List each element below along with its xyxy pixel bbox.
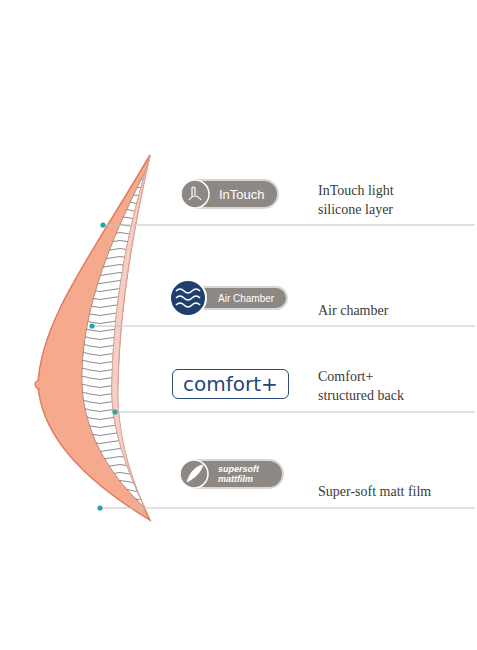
badge-icon (168, 278, 208, 318)
comfort-badge: comfort+ (172, 369, 289, 399)
leader-dots (89, 222, 117, 510)
badge-text: comfort+ (183, 372, 278, 396)
badge-text: supersoft mattfilm (218, 464, 270, 484)
air-chamber-badge: Air Chamber (176, 286, 288, 310)
supersoft-badge: supersoft mattfilm (180, 459, 284, 489)
layer-label: Super-soft matt film (318, 482, 468, 501)
badge-text: InTouch (219, 187, 265, 202)
layer-label: Comfort+ structured back (318, 367, 430, 405)
layer-label: Air chamber (318, 301, 458, 320)
skin-layer (38, 155, 150, 520)
badge-text: Air Chamber (218, 293, 274, 304)
badge-icon (176, 456, 212, 492)
badge-icon (177, 176, 213, 212)
layer-label: InTouch light silicone layer (318, 181, 430, 219)
leader-lines (92, 225, 475, 508)
nipple (35, 380, 40, 389)
intouch-badge: InTouch (181, 179, 279, 209)
structured-back (112, 156, 150, 508)
